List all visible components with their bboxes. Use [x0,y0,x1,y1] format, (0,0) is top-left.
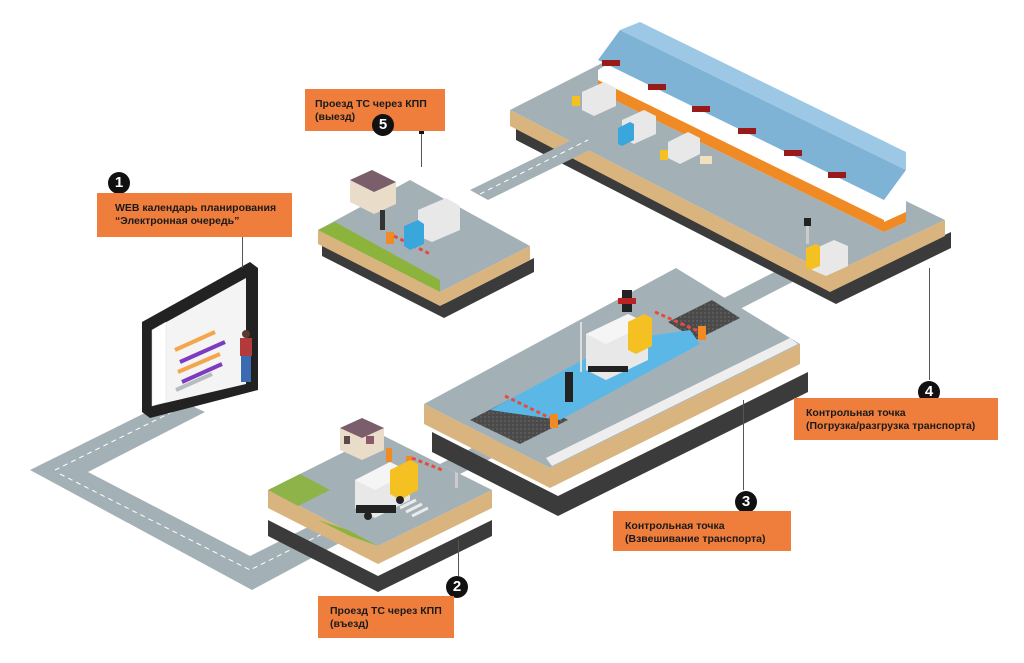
callout-step-2: Проезд ТС через КПП (въезд) [318,596,454,638]
leader-line-5 [421,131,422,167]
step-badge-4: 4 [918,381,940,403]
callout-step-2-line2: (въезд) [330,618,369,630]
warehouse-platform [510,22,951,304]
truck-scale-platform [424,268,808,516]
leader-line-3 [743,400,744,490]
callout-step-1: WEB календарь планирования “Электронная … [97,193,292,237]
leader-line-2 [458,540,459,576]
callout-step-3-line2: (Взвешивание транспорта) [625,533,766,545]
step-badge-3: 3 [735,491,757,513]
callout-step-4: Контрольная точка (Погрузка/разгрузка тр… [794,398,998,440]
leader-dot-5 [419,129,424,134]
exit-checkpoint-platform [318,170,534,318]
callout-step-4-line2: (Погрузка/разгрузка транспорта) [806,420,976,432]
callout-step-3-line1: Контрольная точка [625,520,725,532]
step-badge-5: 5 [372,114,394,136]
step-badge-2: 2 [446,576,468,598]
callout-step-1-line2: “Электронная очередь” [115,215,240,227]
entry-checkpoint-platform [268,418,492,592]
leader-line-1 [242,232,243,268]
callout-step-5-line2: (выезд) [315,111,356,123]
callout-step-2-line1: Проезд ТС через КПП [330,605,442,617]
road-loop [30,398,360,590]
callout-step-1-line1: WEB календарь планирования [115,202,277,214]
step-badge-1: 1 [108,172,130,194]
callout-step-4-line1: Контрольная точка [806,407,906,419]
callout-step-3: Контрольная точка (Взвешивание транспорт… [613,511,791,551]
leader-line-4 [929,268,930,380]
callout-step-5-line1: Проезд ТС через КПП [315,98,427,110]
web-calendar-tablet [142,262,258,418]
